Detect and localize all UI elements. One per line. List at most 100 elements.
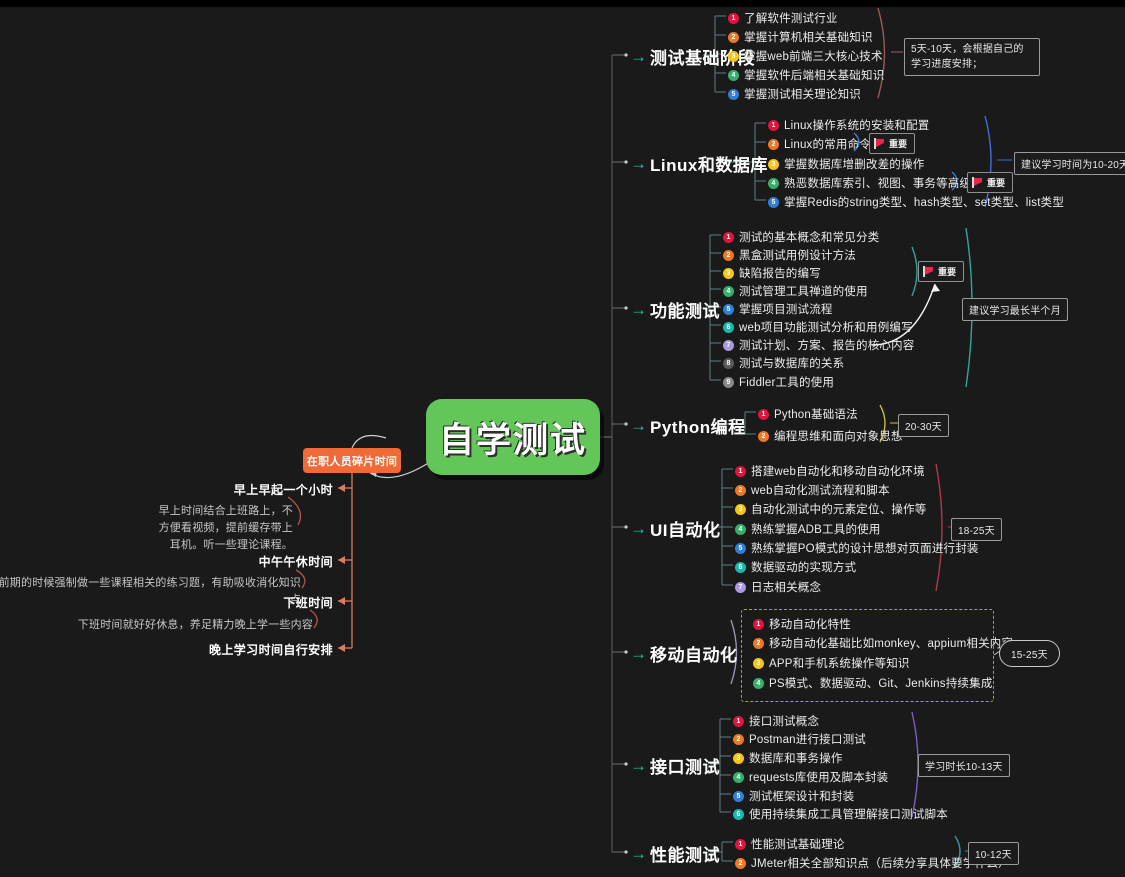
duration-badge-testing-basics[interactable]: 5天-10天，会根据自己的学习进度安排； <box>904 38 1040 76</box>
list-item[interactable]: 1 接口测试概念 <box>733 713 819 729</box>
list-item[interactable]: 7 日志相关概念 <box>735 579 821 595</box>
list-item[interactable]: 1 Linux操作系统的安装和配置 <box>768 117 930 133</box>
duration-badge-ui-automation[interactable]: 18-25天 <box>951 518 1002 541</box>
important-badge-db-advanced[interactable]: 重要 <box>967 172 1014 193</box>
list-item[interactable]: 4 requests库使用及脚本封装 <box>733 769 888 785</box>
list-item[interactable]: 7 测试计划、方案、报告的核心内容 <box>723 337 915 353</box>
duration-badge-mobile-automation[interactable]: 15-25天 <box>999 640 1060 667</box>
list-item-label: 接口测试概念 <box>749 716 820 728</box>
important-label: 重要 <box>938 267 957 277</box>
duration-badge-python[interactable]: 20-30天 <box>898 414 949 437</box>
bullet-5: 5 <box>735 542 746 554</box>
list-item-label: 黑盒测试用例设计方法 <box>739 250 856 262</box>
list-item[interactable]: 2 移动自动化基础比如monkey、appium相关内容、 <box>753 635 1025 651</box>
topic-label: Linux和数据库 <box>650 156 768 175</box>
list-item[interactable]: 9 Fiddler工具的使用 <box>723 374 834 390</box>
duration-badge-linux-database[interactable]: 建议学习时间为10-20天 <box>1014 152 1125 175</box>
duration-badge-performance-testing[interactable]: 10-12天 <box>968 842 1019 865</box>
left-heading-evening[interactable]: 晚上学习时间自行安排 <box>208 643 333 657</box>
left-heading-morning[interactable]: 早上早起一个小时 <box>233 483 333 497</box>
list-item[interactable]: 2 JMeter相关全部知识点（后续分享具体要学什么） <box>735 855 1010 871</box>
list-item[interactable]: 3 缺陷报告的编写 <box>723 265 821 281</box>
bullet-3: 3 <box>733 752 744 764</box>
list-item[interactable]: 5 掌握项目测试流程 <box>723 301 833 317</box>
list-item[interactable]: 1 测试的基本概念和常见分类 <box>723 229 879 245</box>
left-note-afterwork: 下班时间就好好休息，养足精力晚上学一些内容 <box>77 619 313 631</box>
list-item-label: Python基础语法 <box>774 409 858 421</box>
list-item[interactable]: 3 自动化测试中的元素定位、操作等 <box>735 501 927 517</box>
list-item-label: Linux的常用命令 <box>784 139 871 151</box>
list-item[interactable]: 2 编程思维和面向对象思想 <box>758 428 903 444</box>
duration-badge-interface-testing[interactable]: 学习时长10-13天 <box>918 754 1010 777</box>
bullet-5: 5 <box>728 88 739 100</box>
list-item[interactable]: 3 数据库和事务操作 <box>733 750 843 766</box>
list-item[interactable]: 6 数据驱动的实现方式 <box>735 559 856 575</box>
bullet-8: 8 <box>723 357 734 369</box>
topic-linux-database[interactable]: → Linux和数据库 <box>630 151 768 176</box>
branch-arrow-icon: → <box>630 154 647 173</box>
left-heading-noon[interactable]: 中午午休时间 <box>258 555 333 569</box>
topic-performance-testing[interactable]: → 性能测试 <box>630 841 720 866</box>
list-item[interactable]: 1 性能测试基础理论 <box>735 836 845 852</box>
bullet-4: 4 <box>768 177 779 189</box>
list-item[interactable]: 6 web项目功能测试分析和用例编写 <box>723 319 913 335</box>
list-item[interactable]: 4 测试管理工具禅道的使用 <box>723 283 868 299</box>
list-item[interactable]: 5 测试框架设计和封装 <box>733 788 854 804</box>
list-item[interactable]: 1 搭建web自动化和移动自动化环境 <box>735 463 925 479</box>
list-item[interactable]: 1 移动自动化特性 <box>753 616 851 632</box>
bullet-4: 4 <box>728 69 739 81</box>
list-item[interactable]: 3 APP和手机系统操作等知识 <box>753 655 910 671</box>
list-item[interactable]: 5 熟练掌握PO模式的设计思想对页面进行封装 <box>735 540 979 556</box>
list-item[interactable]: 2 web自动化测试流程和脚本 <box>735 482 890 498</box>
important-badge-linux-commands[interactable]: 重要 <box>869 133 916 154</box>
list-item[interactable]: 2 掌握计算机相关基础知识 <box>728 29 873 45</box>
bullet-1: 1 <box>735 838 746 850</box>
mobile-automation-group-box <box>741 609 994 702</box>
list-item[interactable]: 4 熟恶数据库索引、视图、事务等高级功能 <box>768 175 995 191</box>
bullet-1: 1 <box>768 119 779 131</box>
list-item[interactable]: 2 黑盒测试用例设计方法 <box>723 247 856 263</box>
list-item[interactable]: 2 Linux的常用命令 <box>768 136 871 152</box>
list-item[interactable]: 4 掌握软件后端相关基础知识 <box>728 67 884 83</box>
topic-label: 功能测试 <box>650 302 720 321</box>
list-item[interactable]: 3 掌握web前端三大核心技术 <box>728 48 883 64</box>
left-heading-afterwork[interactable]: 下班时间 <box>283 596 333 610</box>
central-topic-label: 自学测试 <box>438 420 587 460</box>
branch-arrow-icon: → <box>630 416 647 435</box>
list-item[interactable]: 3 掌握数据库增删改差的操作 <box>768 156 924 172</box>
list-item-label: 测试计划、方案、报告的核心内容 <box>739 340 915 352</box>
important-badge-functional[interactable]: 重要 <box>918 261 965 282</box>
list-item[interactable]: 4 PS模式、数据驱动、Git、Jenkins持续集成 <box>753 675 993 691</box>
topic-mobile-automation[interactable]: → 移动自动化 <box>630 641 738 666</box>
list-item[interactable]: 8 测试与数据库的关系 <box>723 355 844 371</box>
duration-badge-functional-testing[interactable]: 建议学习最长半个月 <box>962 298 1068 321</box>
list-item[interactable]: 5 掌握Redis的string类型、hash类型、set类型、list类型 <box>768 194 1064 210</box>
bullet-2: 2 <box>733 733 744 745</box>
branch-arrow-icon: → <box>630 644 647 663</box>
flag-icon <box>874 138 885 149</box>
central-topic-node[interactable]: 自学测试 <box>426 399 600 475</box>
list-item-label: 掌握项目测试流程 <box>739 304 833 316</box>
list-item-label: Linux操作系统的安装和配置 <box>784 120 930 132</box>
list-item[interactable]: 2 Postman进行接口测试 <box>733 731 866 747</box>
bullet-4: 4 <box>735 523 746 535</box>
left-note-noon: 前期的时候强制做一些课程相关的练习题，有助吸收消化知识点 <box>0 577 301 606</box>
topic-ui-automation[interactable]: → UI自动化 <box>630 516 721 541</box>
bullet-4: 4 <box>753 677 764 689</box>
topic-python-programming[interactable]: → Python编程 <box>630 413 746 438</box>
list-item[interactable]: 4 熟练掌握ADB工具的使用 <box>735 521 881 537</box>
bullet-4: 4 <box>733 771 744 783</box>
list-item-label: 熟练掌握PO模式的设计思想对页面进行封装 <box>751 543 979 555</box>
topic-label: 性能测试 <box>650 846 720 865</box>
list-item-label: 数据驱动的实现方式 <box>751 562 857 574</box>
list-item[interactable]: 6 使用持续集成工具管理解接口测试脚本 <box>733 806 948 822</box>
bullet-2: 2 <box>723 249 734 261</box>
list-item[interactable]: 1 Python基础语法 <box>758 406 858 422</box>
list-item[interactable]: 5 掌握测试相关理论知识 <box>728 86 861 102</box>
topic-functional-testing[interactable]: → 功能测试 <box>630 297 720 322</box>
topic-interface-testing[interactable]: → 接口测试 <box>630 753 720 778</box>
orange-callout-node[interactable]: 在职人员碎片时间 <box>303 448 401 473</box>
list-item[interactable]: 1 了解软件测试行业 <box>728 10 838 26</box>
list-item-label: 测试管理工具禅道的使用 <box>739 286 868 298</box>
flag-icon <box>972 177 983 188</box>
